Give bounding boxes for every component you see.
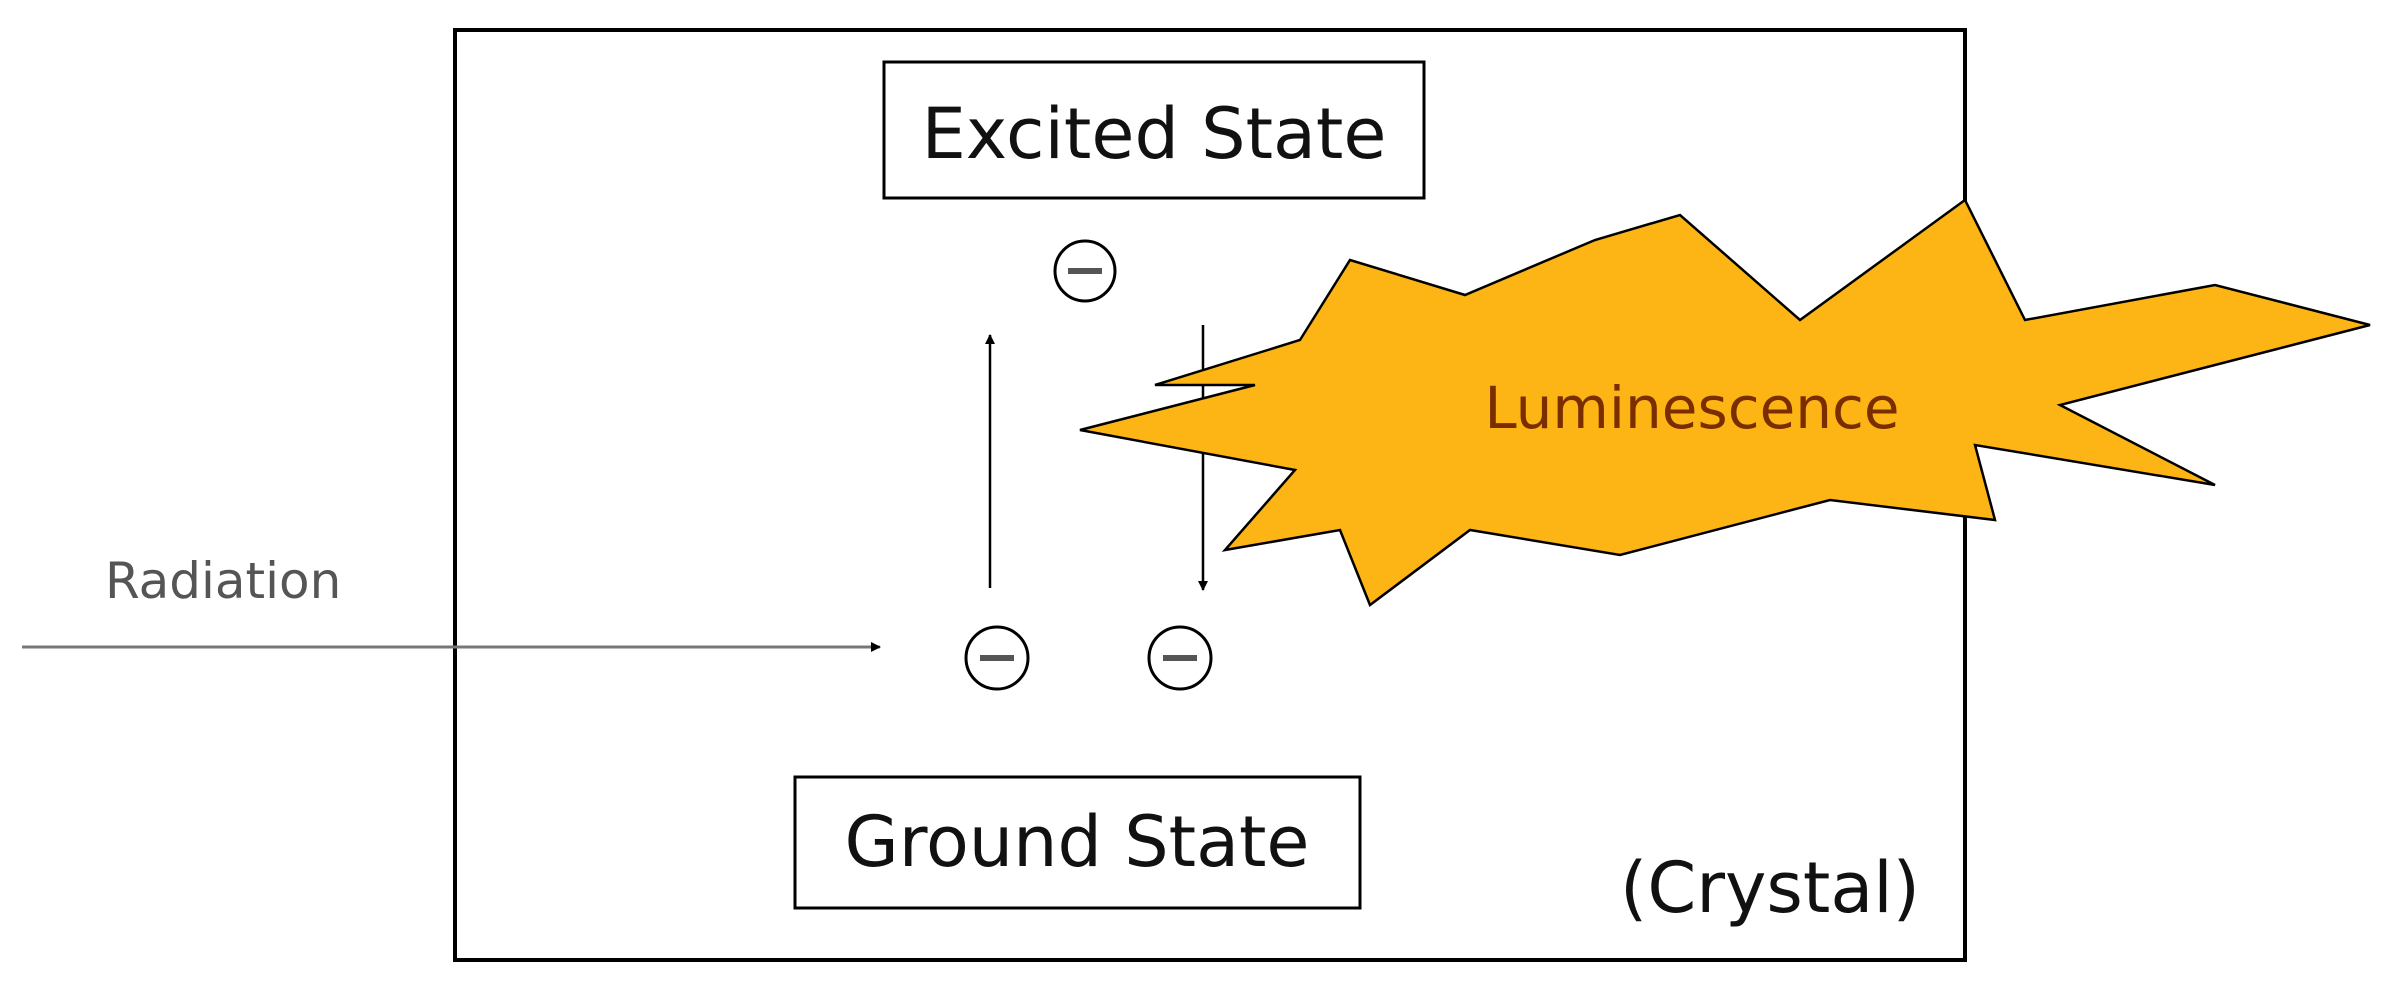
excited-state-box xyxy=(882,60,1426,200)
luminescence-burst xyxy=(1079,198,2371,607)
ground-state-label: Ground State xyxy=(844,801,1309,883)
luminescence-label: Luminescence xyxy=(1484,374,1899,442)
electron-excited xyxy=(1053,239,1117,303)
radiation-label: Radiation xyxy=(105,552,341,610)
electron-ground-left xyxy=(964,625,1030,691)
crystal-label: (Crystal) xyxy=(1620,847,1920,929)
electron-ground-right xyxy=(1147,625,1213,691)
excited-state-label: Excited State xyxy=(922,93,1387,175)
ground-state-box xyxy=(793,775,1362,910)
